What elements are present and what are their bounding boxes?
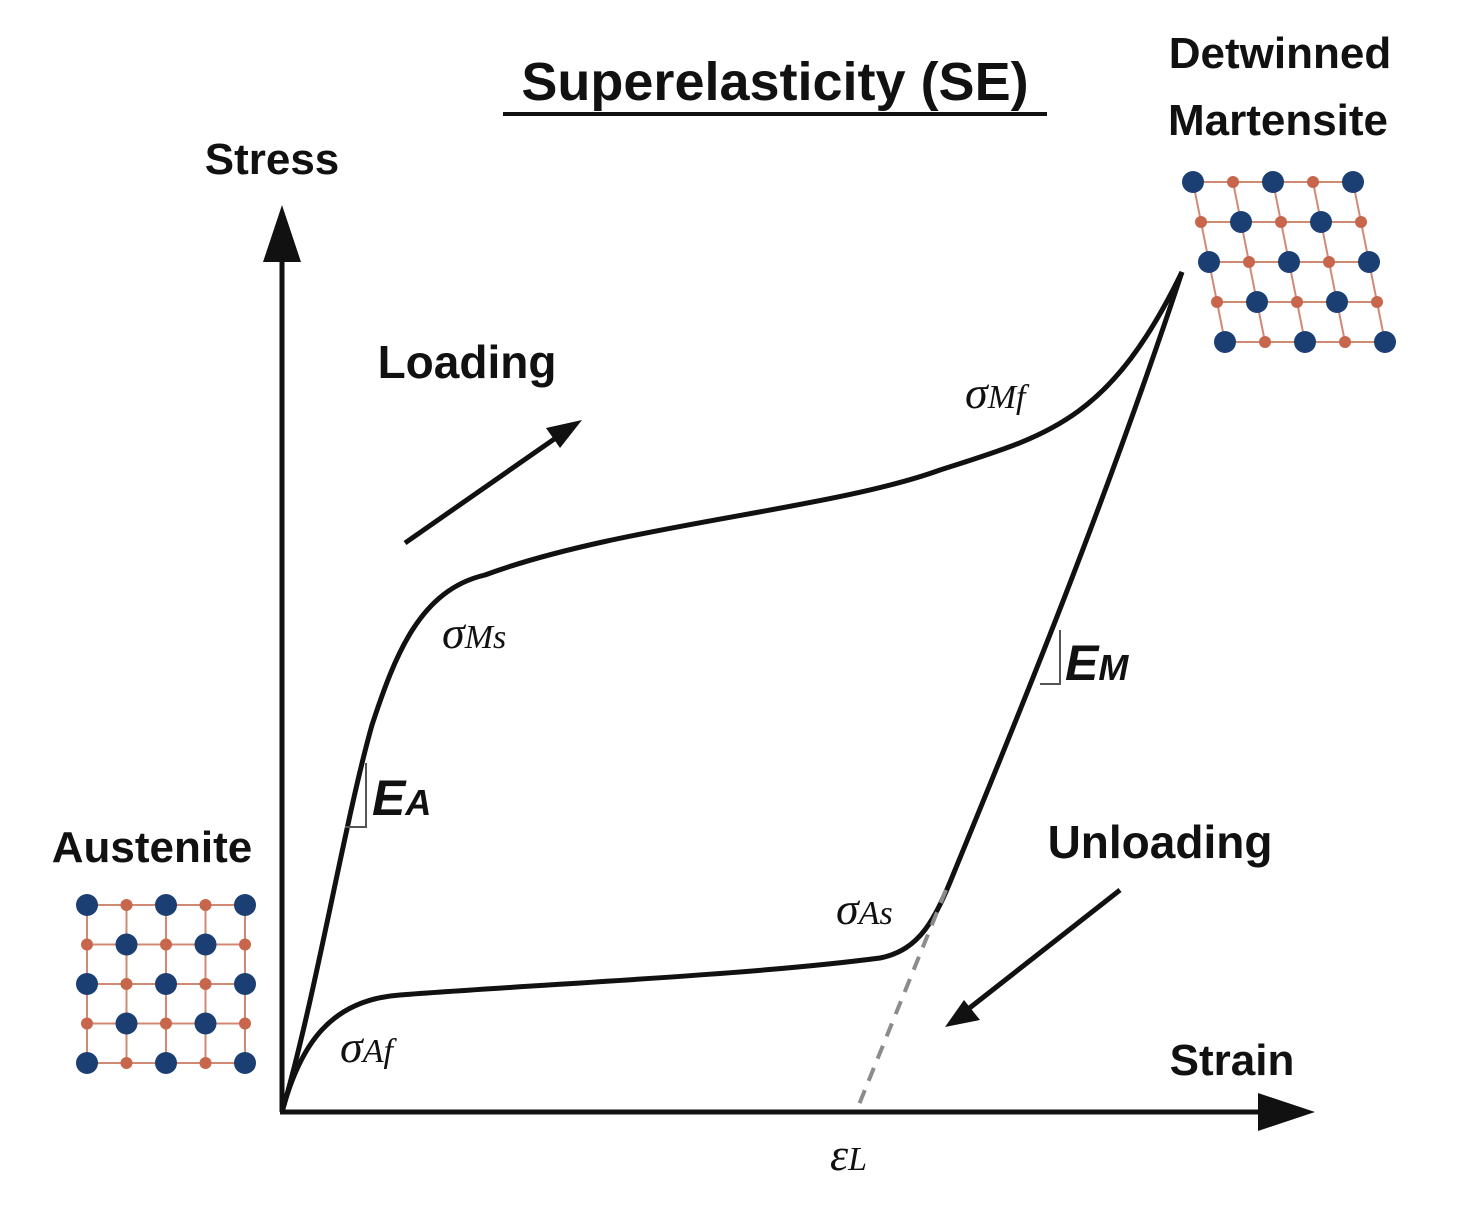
austenite-label: Austenite	[52, 823, 252, 872]
unloading-curve	[279, 271, 1185, 1113]
detwinned-martensite-lattice-icon	[1182, 171, 1396, 353]
lattice-atom-small	[160, 1017, 172, 1030]
lattice-atom-large	[1262, 171, 1284, 193]
loading-curve	[279, 270, 1185, 1113]
lattice-atom-small	[1291, 296, 1303, 308]
ea-slope-indicator	[345, 763, 367, 828]
diagram-title: Superelasticity (SE)	[521, 52, 1028, 112]
lattice-atom-large	[1326, 291, 1348, 313]
lattice-atom-large	[1278, 251, 1300, 273]
em-label: EM	[1065, 635, 1129, 691]
martensite-label-line2: Martensite	[1168, 96, 1388, 145]
lattice-atom-large	[1182, 171, 1204, 193]
sigma-af-label: σAf	[340, 1021, 397, 1072]
lattice-atom-large	[155, 894, 177, 916]
lattice-atom-large	[1214, 331, 1236, 353]
lattice-atom-large	[76, 973, 98, 995]
lattice-atom-large	[1246, 291, 1268, 313]
lattice-atom-small	[199, 899, 212, 911]
lattice-atom-small	[1307, 176, 1319, 188]
y-axis-arrowhead	[263, 205, 301, 262]
lattice-atom-large	[1374, 331, 1396, 353]
lattice-atom-large	[76, 894, 98, 916]
em-slope-indicator	[1040, 630, 1061, 685]
axes	[263, 205, 1315, 1131]
lattice-atom-large	[76, 1052, 98, 1074]
ea-label: EA	[372, 770, 431, 826]
lattice-atom-small	[1259, 336, 1271, 348]
lattice-atom-large	[1294, 331, 1316, 353]
lattice-atom-small	[1355, 216, 1367, 228]
lattice-atom-large	[194, 1012, 217, 1035]
lattice-atom-small	[120, 899, 133, 911]
lattice-atom-large	[115, 1012, 138, 1035]
unloading-arrowhead	[945, 1000, 980, 1027]
unloading-arrow	[965, 888, 1122, 1012]
lattice-atom-small	[1227, 176, 1239, 188]
lattice-atom-large	[155, 973, 177, 995]
x-axis-arrowhead	[1258, 1093, 1315, 1131]
lattice-atom-large	[1198, 251, 1220, 273]
lattice-atom-large	[1230, 211, 1252, 233]
lattice-atom-small	[1211, 296, 1223, 308]
lattice-atom-small	[1275, 216, 1287, 228]
y-axis-label: Stress	[205, 135, 340, 184]
unloading-label: Unloading	[1048, 816, 1273, 868]
lattice-atom-large	[234, 973, 256, 995]
lattice-atom-small	[1243, 256, 1255, 268]
lattice-atom-small	[1371, 296, 1383, 308]
lattice-atom-small	[199, 1057, 212, 1069]
x-axis-label: Strain	[1170, 1036, 1295, 1085]
loading-arrow	[403, 432, 562, 546]
lattice-atom-small	[239, 938, 251, 951]
martensite-label-line1: Detwinned	[1169, 29, 1391, 78]
loading-arrowhead	[546, 420, 582, 448]
lattice-atom-large	[234, 1052, 256, 1074]
lattice-atom-large	[1310, 211, 1332, 233]
lattice-atom-large	[1358, 251, 1380, 273]
sigma-ms-label: σMs	[442, 607, 506, 658]
lattice-atom-large	[194, 933, 217, 956]
lattice-atom-small	[120, 1057, 133, 1069]
austenite-lattice-icon	[76, 894, 256, 1074]
lattice-atom-small	[81, 938, 93, 951]
loading-label: Loading	[378, 336, 557, 388]
sigma-as-label: σAs	[836, 883, 893, 934]
lattice-atom-large	[1342, 171, 1364, 193]
lattice-atom-small	[1195, 216, 1207, 228]
lattice-atom-large	[234, 894, 256, 916]
lattice-atom-small	[1339, 336, 1351, 348]
elastic-unloading-dashed-line	[854, 889, 948, 1113]
lattice-atom-small	[160, 938, 172, 951]
lattice-atom-small	[239, 1017, 251, 1030]
lattice-atom-large	[115, 933, 138, 956]
lattice-atom-small	[1323, 256, 1335, 268]
lattice-atom-large	[155, 1052, 177, 1074]
sigma-mf-label: σMf	[965, 367, 1030, 418]
lattice-atom-small	[120, 978, 133, 990]
lattice-atom-small	[81, 1017, 93, 1030]
epsilon-l-label: εL	[830, 1129, 867, 1180]
lattice-atom-small	[199, 978, 212, 990]
